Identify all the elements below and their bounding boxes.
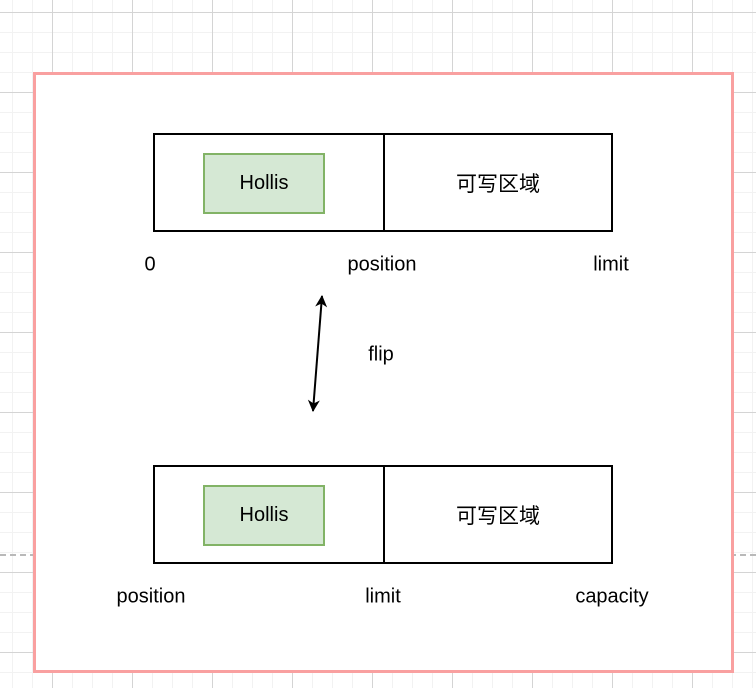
hollis-box-top: Hollis — [203, 153, 325, 214]
flip-label: flip — [368, 343, 394, 366]
buffer-rect-bottom: Hollis 可写区域 — [153, 465, 613, 564]
marker-bottom-limit: limit — [365, 585, 401, 608]
buffer-top-data-region: Hollis — [155, 135, 385, 230]
writable-region-label-bottom: 可写区域 — [456, 504, 540, 528]
writable-region-label-top: 可写区域 — [456, 172, 540, 196]
marker-top-zero: 0 — [144, 253, 156, 276]
buffer-bottom-writable-region: 可写区域 — [385, 467, 611, 562]
flip-arrow — [307, 295, 328, 412]
buffer-bottom-data-region: Hollis — [155, 467, 385, 562]
marker-top-limit: limit — [593, 253, 629, 276]
marker-bottom-position: position — [116, 585, 186, 608]
marker-top-position: position — [347, 253, 417, 276]
hollis-box-bottom: Hollis — [203, 485, 325, 546]
buffer-rect-top: Hollis 可写区域 — [153, 133, 613, 232]
marker-bottom-capacity: capacity — [575, 585, 649, 608]
buffer-top-writable-region: 可写区域 — [385, 135, 611, 230]
